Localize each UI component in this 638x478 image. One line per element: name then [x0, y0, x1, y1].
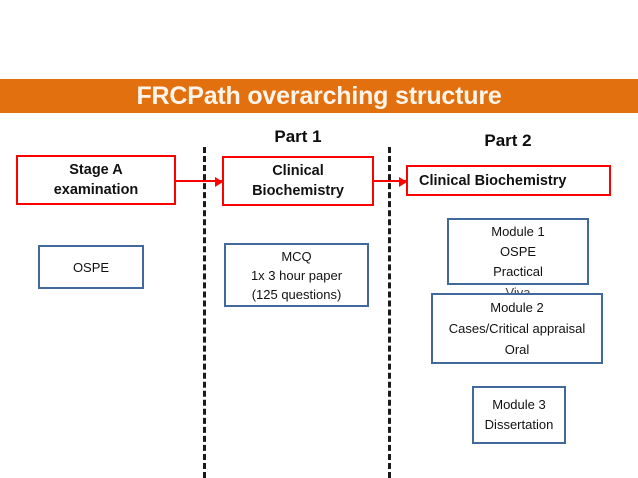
stage-a-line-1: Stage A	[69, 162, 123, 178]
part1-clinbio-line-2: Biochemistry	[252, 183, 344, 199]
stage-a-line-2: examination	[53, 182, 139, 198]
part1-clinbio-line-1: Clinical	[272, 163, 324, 179]
title-banner	[0, 79, 638, 113]
part1-mcq-line-3: (125 questions)	[251, 286, 342, 302]
module-2-line-3: Oral	[504, 342, 530, 357]
part2-module-2-box: Module 2 Cases/Critical appraisal Oral	[431, 293, 603, 364]
page-title: FRCPath overarching structure	[136, 82, 502, 110]
part-2-heading: Part 2	[484, 131, 532, 150]
column-divider-right	[388, 147, 391, 478]
module-1-line-3: Practical	[493, 263, 543, 279]
part-1-heading: Part 1	[274, 127, 322, 146]
module-3-line-1: Module 3	[492, 397, 546, 412]
stage-a-ospe-label: OSPE	[72, 259, 110, 275]
column-divider-left	[203, 147, 206, 478]
module-2-line-1: Module 2	[490, 300, 544, 315]
part1-mcq-line-1: MCQ	[281, 248, 312, 264]
module-1-line-2: OSPE	[499, 243, 537, 259]
stage-a-ospe-box: OSPE	[38, 245, 144, 289]
part2-module-1-box: Module 1 OSPE Practical	[447, 218, 589, 285]
arrow-stage-a-to-part1-icon	[176, 177, 223, 187]
part1-mcq-line-2: 1x 3 hour paper	[250, 267, 343, 283]
module-3-line-2: Dissertation	[484, 417, 554, 432]
stage-a-examination-box: Stage A examination	[16, 155, 176, 205]
module-2-line-2: Cases/Critical appraisal	[448, 321, 586, 336]
part2-clinbio-label: Clinical Biochemistry	[419, 172, 567, 189]
part2-module-3-box: Module 3 Dissertation	[472, 386, 566, 444]
part1-mcq-box: MCQ 1x 3 hour paper (125 questions)	[224, 243, 369, 307]
arrow-part1-to-part2-icon	[374, 177, 407, 187]
part2-clinical-biochemistry-box: Clinical Biochemistry	[406, 165, 611, 196]
part1-clinical-biochemistry-box: Clinical Biochemistry	[222, 156, 374, 206]
module-1-line-1: Module 1	[491, 223, 545, 239]
